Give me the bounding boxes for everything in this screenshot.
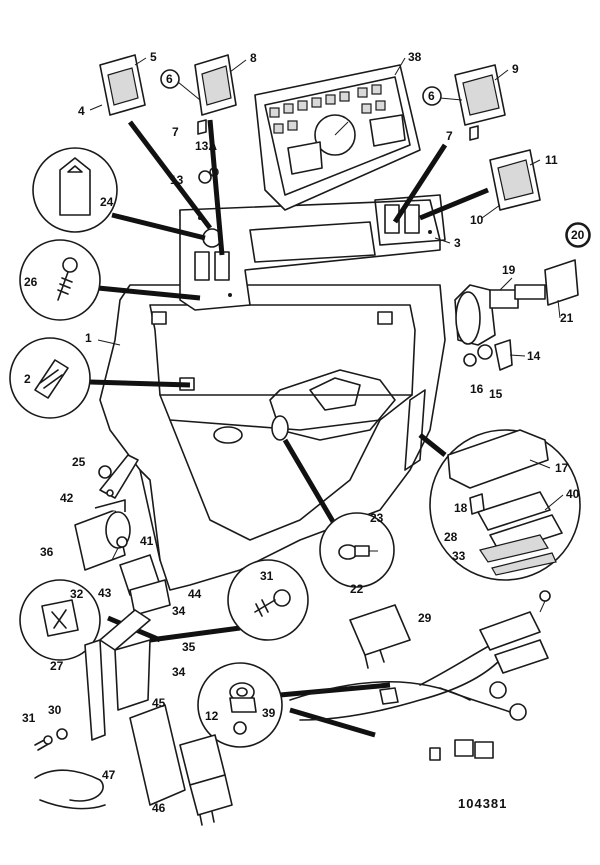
callout-2: 2	[24, 372, 31, 386]
callout-26: 26	[24, 275, 38, 289]
callout-43: 43	[98, 586, 112, 600]
callout-42: 42	[60, 491, 74, 505]
callout-21: 21	[560, 311, 574, 325]
warning-lamp-row-top	[269, 84, 382, 118]
callout-7a: 7	[172, 125, 179, 139]
callout-6b: 6	[428, 89, 435, 103]
callout-16: 16	[470, 382, 484, 396]
switch-clip-7b	[469, 125, 479, 141]
callout-1: 1	[85, 331, 92, 345]
detail-circle-31	[227, 559, 309, 641]
fuel-gauge	[287, 141, 323, 175]
callout-10: 10	[470, 213, 484, 227]
callout-33: 33	[452, 549, 466, 563]
switch-clip-7a	[197, 119, 207, 135]
callout-41: 41	[140, 534, 154, 548]
callout-36: 36	[40, 545, 54, 559]
screw-41	[111, 536, 128, 561]
rocker-switch-4-5	[99, 54, 146, 116]
detail-circle-23	[319, 512, 395, 588]
callout-40: 40	[566, 487, 580, 501]
bracket-25-42	[98, 454, 139, 499]
callout-23: 23	[370, 511, 384, 525]
buzzer-36	[74, 499, 131, 571]
detail-circle-24	[32, 147, 118, 233]
callout-19: 19	[502, 263, 516, 277]
ignition-nut-washer	[463, 339, 513, 371]
callout-13a: 13A	[195, 139, 217, 153]
temp-gauge	[369, 114, 406, 147]
figure-reference-number: 104381	[458, 796, 507, 811]
callout-34a: 34	[172, 604, 186, 618]
detail-circle-39	[197, 662, 283, 748]
rocker-switch-10-11	[489, 149, 541, 211]
callout-17: 17	[555, 461, 569, 475]
callout-44: 44	[188, 587, 202, 601]
screw-washer-30-31	[34, 728, 68, 751]
callout-labels: 5 4 6 8 7 38 6 9 7 13A 13 11 10 24 3 20 …	[22, 50, 590, 815]
callout-6b-circle	[422, 86, 442, 106]
callout-9: 9	[512, 62, 519, 76]
callout-14: 14	[527, 349, 541, 363]
callout-7b: 7	[446, 129, 453, 143]
relay-block-46	[179, 734, 233, 826]
callout-31b: 31	[22, 711, 36, 725]
wire-lead-47	[34, 769, 106, 810]
callout-leaders	[89, 57, 564, 511]
wiring-harness	[289, 611, 549, 761]
callout-3: 3	[454, 236, 461, 250]
callout-27: 27	[50, 659, 64, 673]
callout-6a: 6	[166, 72, 173, 86]
callout-34b: 34	[172, 665, 186, 679]
detail-circle-26	[19, 239, 101, 321]
callout-24: 24	[100, 195, 114, 209]
relay-29	[349, 590, 551, 669]
callout-29: 29	[418, 611, 432, 625]
callout-8: 8	[250, 51, 257, 65]
callout-45: 45	[152, 696, 166, 710]
callout-18: 18	[454, 501, 468, 515]
callout-31a: 31	[260, 569, 274, 583]
detail-circle-32	[19, 579, 101, 661]
relay-cluster-43-44	[119, 554, 171, 616]
callout-4: 4	[78, 104, 85, 118]
callout-5: 5	[150, 50, 157, 64]
callout-11: 11	[545, 153, 558, 167]
callout-35: 35	[182, 640, 196, 654]
warning-lamp-row-bottom	[273, 100, 386, 134]
callout-38: 38	[408, 50, 422, 64]
callout-32: 32	[70, 587, 84, 601]
callout-15: 15	[489, 387, 503, 401]
callout-46: 46	[152, 801, 166, 815]
plate-45	[129, 704, 186, 806]
callout-20-circle	[566, 223, 590, 247]
callout-20: 20	[571, 228, 585, 242]
callout-47: 47	[102, 768, 116, 782]
leader-lines	[89, 119, 489, 738]
callout-28: 28	[444, 530, 458, 544]
rocker-switch-9	[454, 64, 506, 126]
callout-6a-circle	[160, 69, 180, 89]
detail-circle-2	[9, 337, 91, 419]
callout-30: 30	[48, 703, 62, 717]
callout-12: 12	[205, 709, 219, 723]
callout-25: 25	[72, 455, 86, 469]
callout-22: 22	[350, 582, 364, 596]
mounting-bracket-27	[84, 609, 151, 741]
callout-39: 39	[262, 706, 276, 720]
detail-circle-17-40	[429, 429, 581, 581]
instrument-panel	[254, 64, 421, 211]
callout-13: 13	[170, 173, 184, 187]
rocker-switch-8	[194, 54, 237, 116]
